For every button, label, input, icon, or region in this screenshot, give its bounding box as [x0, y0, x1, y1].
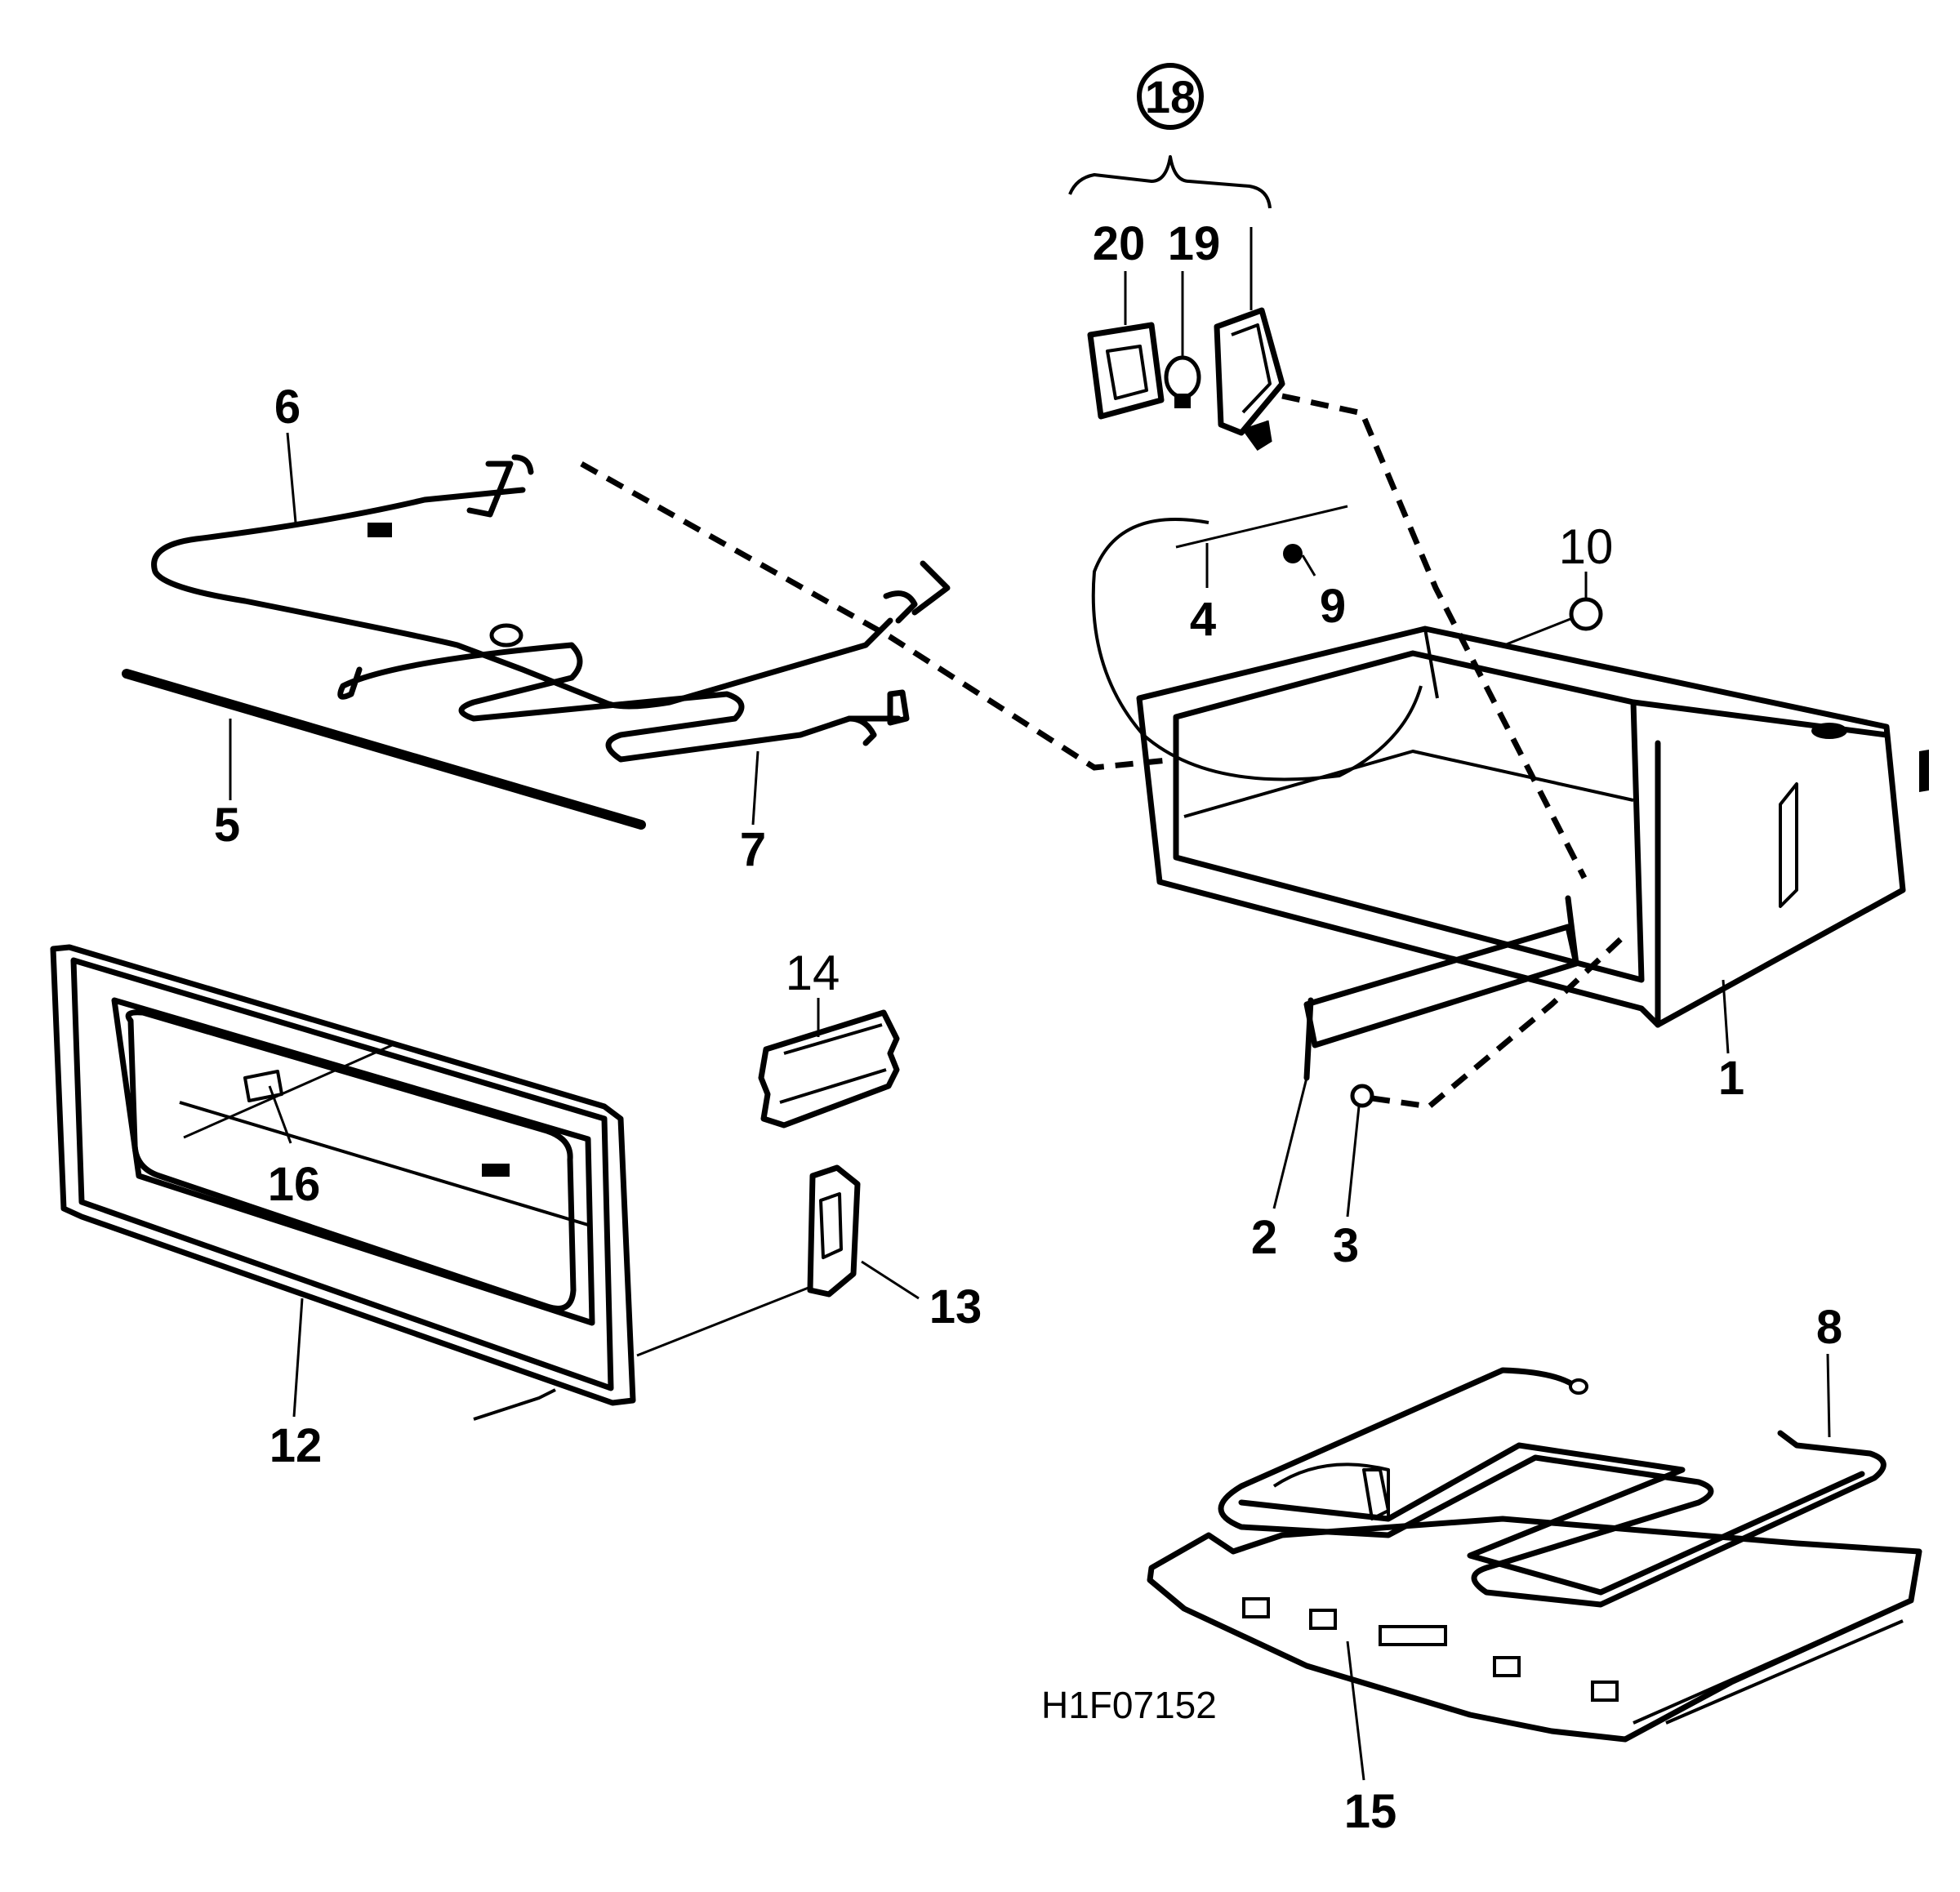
grommet: 10	[1503, 519, 1614, 647]
grommet-link	[1503, 617, 1571, 647]
callout-16: 16	[268, 1158, 321, 1211]
callout-12: 12	[270, 1419, 323, 1472]
group-18-brace	[1068, 155, 1272, 209]
callout-5: 5	[214, 799, 240, 852]
shelf-screw-dashed	[1371, 933, 1628, 1110]
leader-16	[268, 1085, 292, 1144]
callout-20: 20	[1093, 217, 1146, 270]
bracket-14: 14	[758, 946, 900, 1129]
support-rod: 5	[122, 669, 646, 852]
detail-wire	[1175, 505, 1348, 549]
bulb-icon	[1164, 355, 1201, 408]
shelf-support: 2 3	[1251, 895, 1628, 1272]
callout-3: 3	[1333, 1219, 1359, 1272]
callout-14: 14	[786, 946, 840, 1000]
bottom-element-and-tray: 8 15	[1147, 1301, 1922, 1838]
detail-screw	[1283, 544, 1303, 563]
lamp-housing	[1214, 307, 1285, 452]
callout-4: 4	[1190, 593, 1216, 646]
leader-3	[1346, 1106, 1361, 1218]
leader-2	[1272, 1077, 1308, 1209]
callout-6: 6	[274, 381, 301, 434]
callout-13: 13	[929, 1280, 982, 1333]
leader-7	[751, 750, 760, 826]
callout-10: 10	[1559, 519, 1614, 574]
element-wire-dashed	[580, 461, 1177, 771]
top-heating-element: 6 7	[151, 381, 951, 876]
oven-door: 16 12	[50, 944, 636, 1472]
shelf-screw	[1350, 1084, 1374, 1108]
leader-9	[1301, 554, 1316, 577]
hinge-link	[636, 1284, 813, 1357]
leader-15	[1346, 1640, 1365, 1781]
leader-12	[292, 1298, 304, 1418]
callout-18-circle	[1137, 63, 1204, 130]
lamp-wire-dashed	[1281, 393, 1588, 879]
callout-15: 15	[1344, 1785, 1397, 1838]
door-pin-line	[183, 1044, 393, 1139]
callout-1: 1	[1718, 1052, 1744, 1105]
lamp-lens-frame	[1087, 322, 1165, 420]
element-screw	[368, 523, 392, 537]
oven-cavity: 1	[1136, 625, 1929, 1105]
callout-7: 7	[740, 823, 766, 876]
leader-1	[1722, 979, 1730, 1054]
leader-13	[861, 1260, 920, 1300]
callout-18: 18	[1145, 71, 1196, 122]
figure-reference-code: H1F07152	[1041, 1684, 1217, 1726]
door-lower-screw	[473, 1388, 556, 1421]
lamp-assembly-group: 18 20 19	[1068, 63, 1285, 452]
callout-2: 2	[1251, 1211, 1277, 1264]
leader-6	[286, 432, 297, 523]
callout-8: 8	[1816, 1301, 1842, 1354]
door-screw	[482, 1164, 510, 1177]
callout-9: 9	[1320, 580, 1346, 633]
hinge-13: 13	[636, 1164, 982, 1357]
callout-19: 19	[1168, 217, 1221, 270]
leader-8	[1826, 1353, 1831, 1438]
